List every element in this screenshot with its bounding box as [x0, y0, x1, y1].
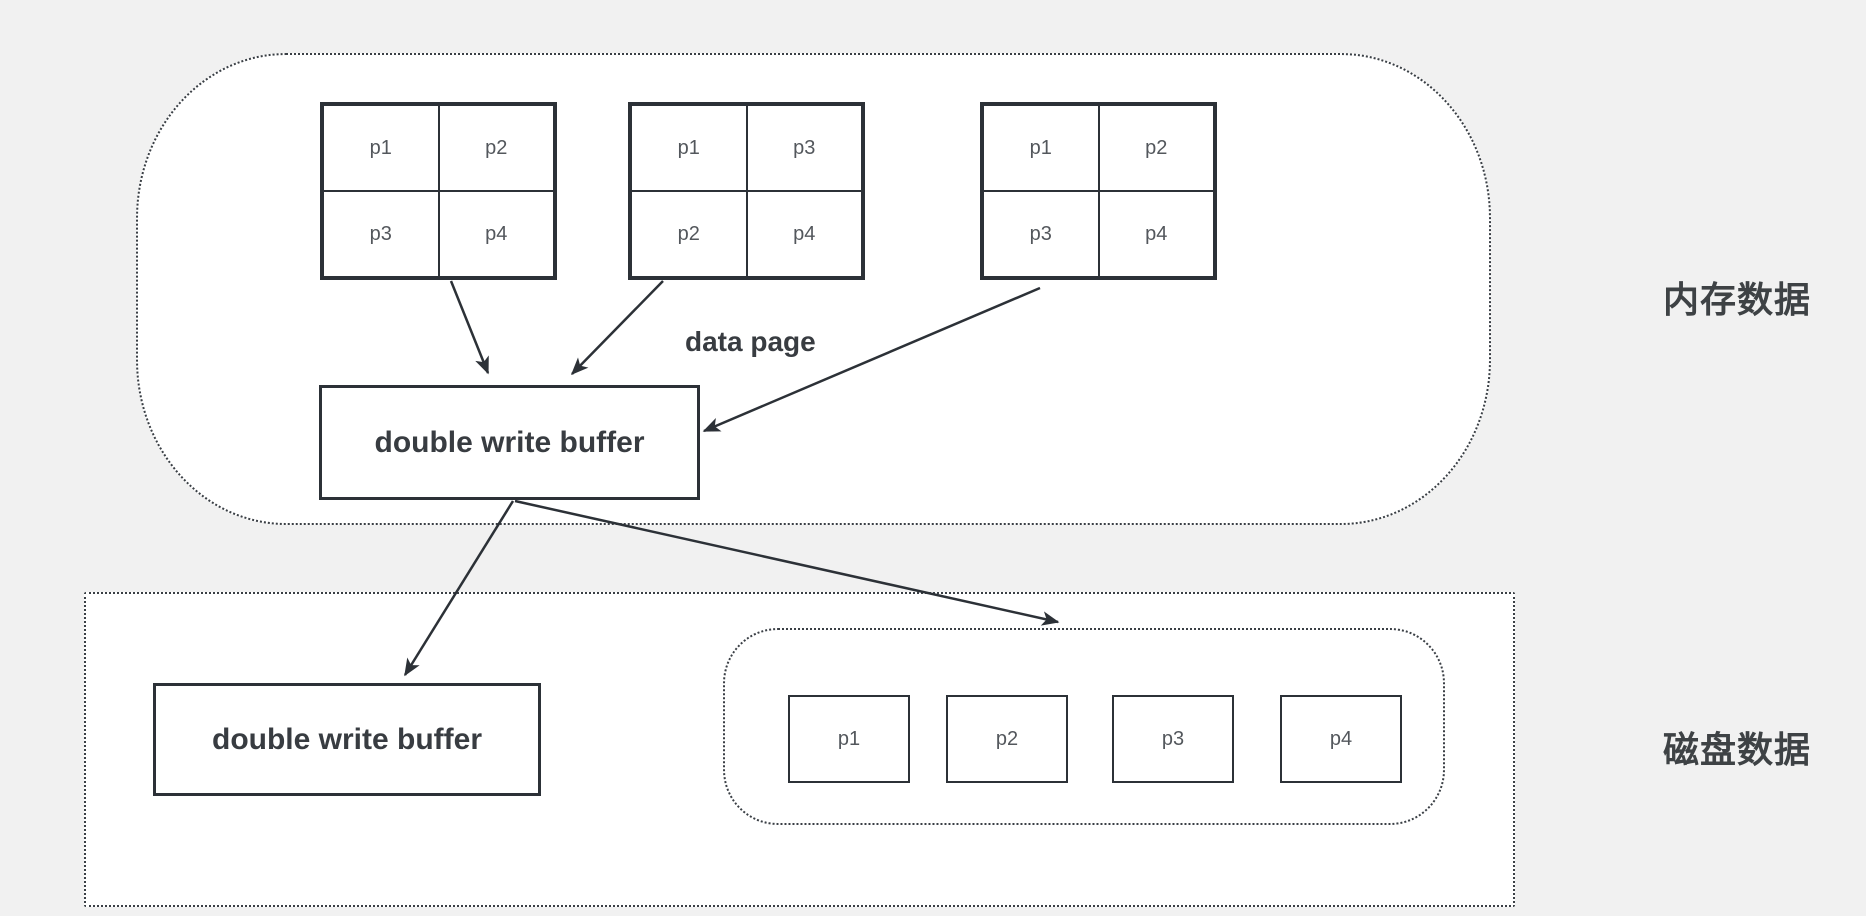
disk-page-p1: p1: [788, 695, 910, 783]
grid1-cell-p2: p2: [438, 105, 554, 191]
disk-page-p3: p3: [1112, 695, 1234, 783]
disk-region-label: 磁盘数据: [1663, 729, 1812, 770]
data-page-grid-1: p1 p2 p3 p4: [320, 102, 557, 280]
grid3-cell-p3: p3: [983, 191, 1099, 277]
grid1-cell-p3: p3: [323, 191, 439, 277]
grid1-cell-p1: p1: [323, 105, 439, 191]
disk-page-p4: p4: [1280, 695, 1402, 783]
grid2-cell-p2: p2: [631, 191, 747, 277]
grid2-cell-p1: p1: [631, 105, 747, 191]
grid1-cell-p4: p4: [438, 191, 554, 277]
grid3-cell-p2: p2: [1098, 105, 1214, 191]
disk-page-p2: p2: [946, 695, 1068, 783]
data-page-grid-2: p1 p3 p2 p4: [628, 102, 865, 280]
grid3-cell-p1: p1: [983, 105, 1099, 191]
memory-double-write-buffer-box: double write buffer: [319, 385, 700, 500]
memory-region-label: 内存数据: [1663, 279, 1812, 320]
grid2-cell-p4: p4: [746, 191, 862, 277]
data-page-label: data page: [685, 326, 816, 357]
data-page-grid-3: p1 p2 p3 p4: [980, 102, 1217, 280]
grid2-cell-p3: p3: [746, 105, 862, 191]
disk-double-write-buffer-box: double write buffer: [153, 683, 541, 796]
grid3-cell-p4: p4: [1098, 191, 1214, 277]
